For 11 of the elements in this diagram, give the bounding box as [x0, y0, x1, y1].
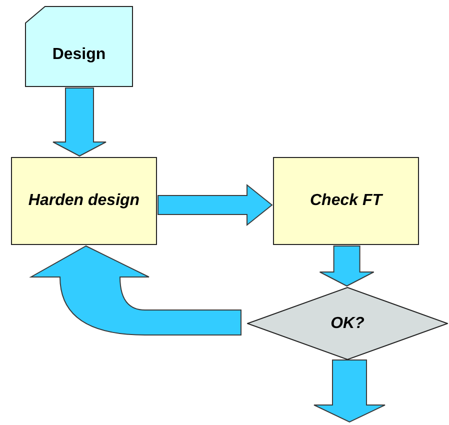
block-arrow: [52, 88, 106, 157]
block-arrow: [158, 184, 273, 226]
node-label: OK?: [330, 314, 364, 334]
process-box: [11, 157, 157, 245]
node-label: Design: [52, 44, 106, 64]
block-arrow: [314, 360, 386, 423]
process-box: [273, 157, 419, 245]
node-label: Harden design: [28, 192, 140, 210]
node-label: Check FT: [310, 192, 382, 210]
block-arrow: [30, 246, 242, 336]
block-arrow: [319, 246, 374, 287]
